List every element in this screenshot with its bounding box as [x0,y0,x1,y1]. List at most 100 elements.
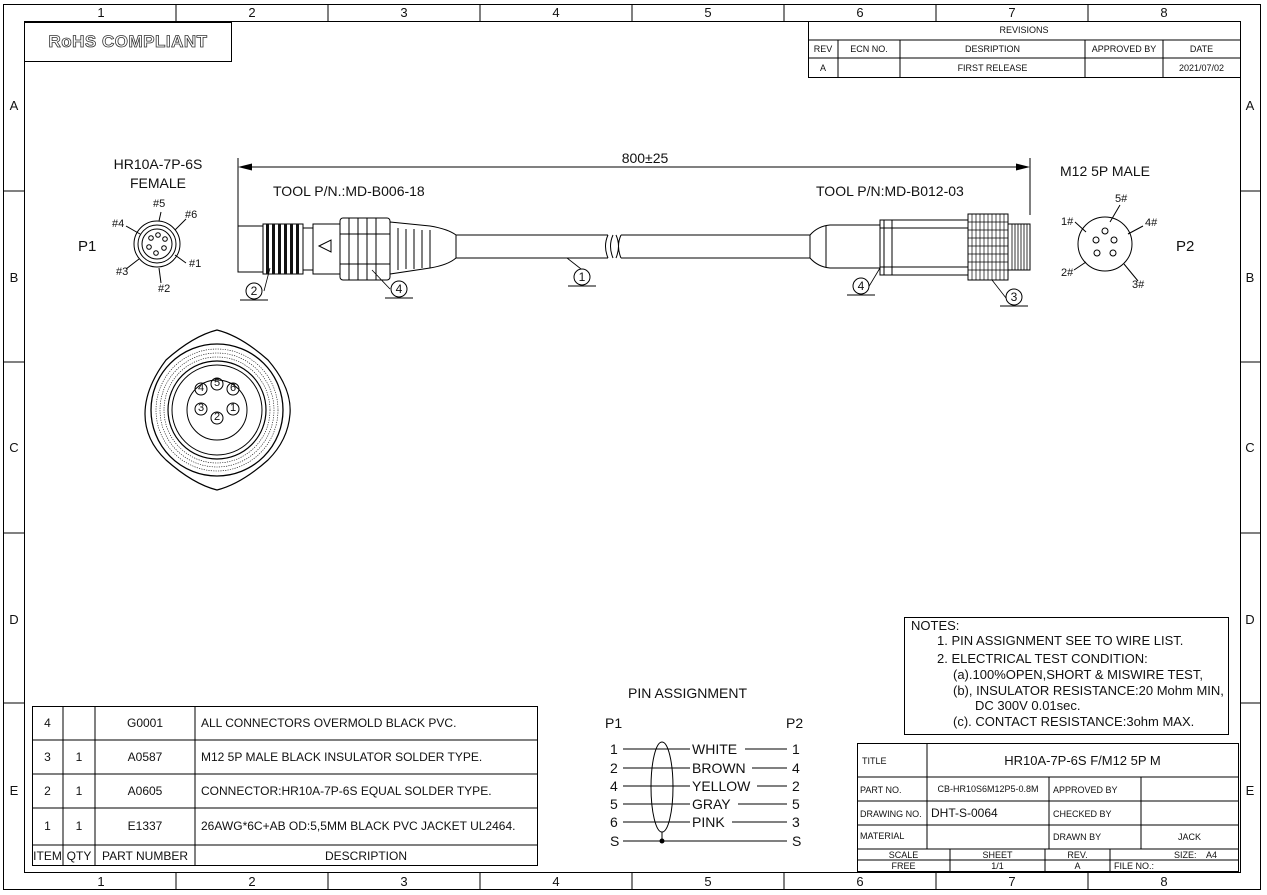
zone-col-5: 5 [704,5,712,20]
size-label: SIZE: [1174,850,1197,860]
bom-part-number: A0587 [127,750,163,764]
zone-row-d-right: D [1245,612,1255,627]
zone-row-b-right: B [1245,270,1255,285]
zone-row-a-right: A [1245,98,1255,113]
face-pin-1: 1 [229,402,237,414]
wire-row-p1-pin: 4 [610,778,618,794]
p1-pin-6-label: #6 [185,209,198,221]
p2-pin-2-label: 2# [1061,267,1074,279]
p1-pin-4-label: #4 [112,218,125,230]
bom-qty: 1 [75,819,83,833]
wire-row-p1-pin: 2 [610,760,618,776]
wire-row-p1-pin: 5 [610,796,618,812]
face-pin-3: 3 [197,402,205,414]
zone-col-7: 7 [1008,5,1016,20]
wire-row-p1-pin: 6 [610,814,618,830]
balloon-item-1-number: 1 [578,270,586,284]
revisions-header-ecn: ECN NO. [850,44,888,54]
p2-pin-1-label: 1# [1061,216,1074,228]
face-pin-4: 4 [197,382,205,394]
zone-col-2-bottom: 2 [248,874,256,889]
revisions-header-approved: APPROVED BY [1091,44,1157,54]
bom-part-number: G0001 [126,716,164,730]
p2-pin-3-label: 3# [1132,279,1145,291]
bom-item: 1 [44,819,51,833]
bom-description: M12 5P MALE BLACK INSULATOR SOLDER TYPE. [201,750,483,764]
bom-description: CONNECTOR:HR10A-7P-6S EQUAL SOLDER TYPE. [201,784,492,798]
zone-col-8-bottom: 8 [1160,874,1168,889]
wire-row-p1-pin: 1 [610,741,618,757]
bom-qty: 1 [75,784,83,798]
rohs-compliant-stamp: RoHS COMPLIANT [24,22,232,62]
bom-part-number: A0605 [127,784,163,798]
bom-item: 3 [44,750,51,764]
note-line: (c). CONTACT RESISTANCE:3ohm MAX. [953,714,1195,729]
drawn-by-label: DRAWN BY [1053,832,1102,842]
zone-row-c-right: C [1245,440,1255,455]
file-no-label: FILE NO.: [1114,861,1155,871]
zone-col-8: 8 [1160,5,1168,20]
wire-row-p2-pin: 5 [792,796,800,812]
rev-label: REV. [1067,850,1088,860]
bom-header-description: DESCRIPTION [324,849,407,863]
sheet-value: 1/1 [991,861,1004,871]
wire-row-color: GRAY [692,796,731,812]
zone-col-7-bottom: 7 [1008,874,1016,889]
drawing-no-label: DRAWING NO. [860,809,922,819]
bom-item: 4 [44,716,51,730]
zone-row-e-right: E [1245,783,1255,798]
cable-length-dimension: 800±25 [621,150,669,166]
zone-col-4: 4 [552,5,560,20]
bom-qty: 1 [75,750,83,764]
note-line: 2. ELECTRICAL TEST CONDITION: [937,651,1148,666]
zone-col-3-bottom: 3 [400,874,408,889]
wire-row-color: BROWN [692,760,746,776]
note-line: DC 300V 0.01sec. [975,698,1081,713]
bom-header-item: ITEM [33,849,62,863]
p1-pin-5-label: #5 [153,198,166,210]
p2-connector-name: M12 5P MALE [1060,163,1151,179]
size-value: A4 [1206,850,1218,860]
material-label: MATERIAL [860,831,905,841]
note-line: (a).100%OPEN,SHORT & MISWIRE TEST, [953,667,1203,682]
zone-col-4-bottom: 4 [552,874,560,889]
scale-value: FREE [891,861,916,871]
zone-row-e: E [9,783,19,798]
face-pin-2: 2 [213,411,221,423]
revision-description: FIRST RELEASE [957,63,1028,73]
wire-row-p1-shield: S [610,833,620,849]
zone-row-d: D [9,612,19,627]
drawing-no: DHT-S-0064 [931,806,998,820]
revisions-header-description: DESRIPTION [964,44,1020,54]
revisions-header-date: DATE [1189,44,1214,54]
revisions-header-rev: REV [813,44,833,54]
zone-row-c: C [9,440,19,455]
balloon-item-2-number: 2 [250,284,258,298]
zone-col-3: 3 [400,5,408,20]
wire-row-p2-pin: 3 [792,814,800,830]
notes-title: NOTES: [911,618,960,633]
p1-connector-name: HR10A-7P-6S [113,156,203,172]
zone-row-a: A [9,98,19,113]
tool-part-left: TOOL P/N.:MD-B006-18 [273,183,425,199]
note-line: (b), INSULATOR RESISTANCE:20 Mohm MIN, [953,683,1224,698]
bom-part-number: E1337 [127,819,163,833]
wire-row-p2-shield: S [792,833,802,849]
sheet-label: SHEET [982,850,1013,860]
wire-row-p2-pin: 1 [792,741,800,757]
zone-row-b: B [9,270,19,285]
balloon-item-3-number: 3 [1010,290,1018,304]
zone-col-5-bottom: 5 [704,874,712,889]
bom-description: 26AWG*6C+AB OD:5,5MM BLACK PVC JACKET UL… [201,819,516,833]
drawing-title: HR10A-7P-6S F/M12 5P M [1004,753,1161,768]
approved-by-label: APPROVED BY [1053,785,1118,795]
pin-assignment-p1-header: P1 [605,715,623,731]
p1-connector-gender: FEMALE [129,175,186,191]
scale-label: SCALE [888,850,919,860]
balloon-item-4-left-number: 4 [395,282,403,296]
bom-header-part-number: PART NUMBER [101,849,188,863]
part-no: CB-HR10S6M12P5-0.8M [937,784,1039,794]
wire-row-p2-pin: 4 [792,760,800,776]
